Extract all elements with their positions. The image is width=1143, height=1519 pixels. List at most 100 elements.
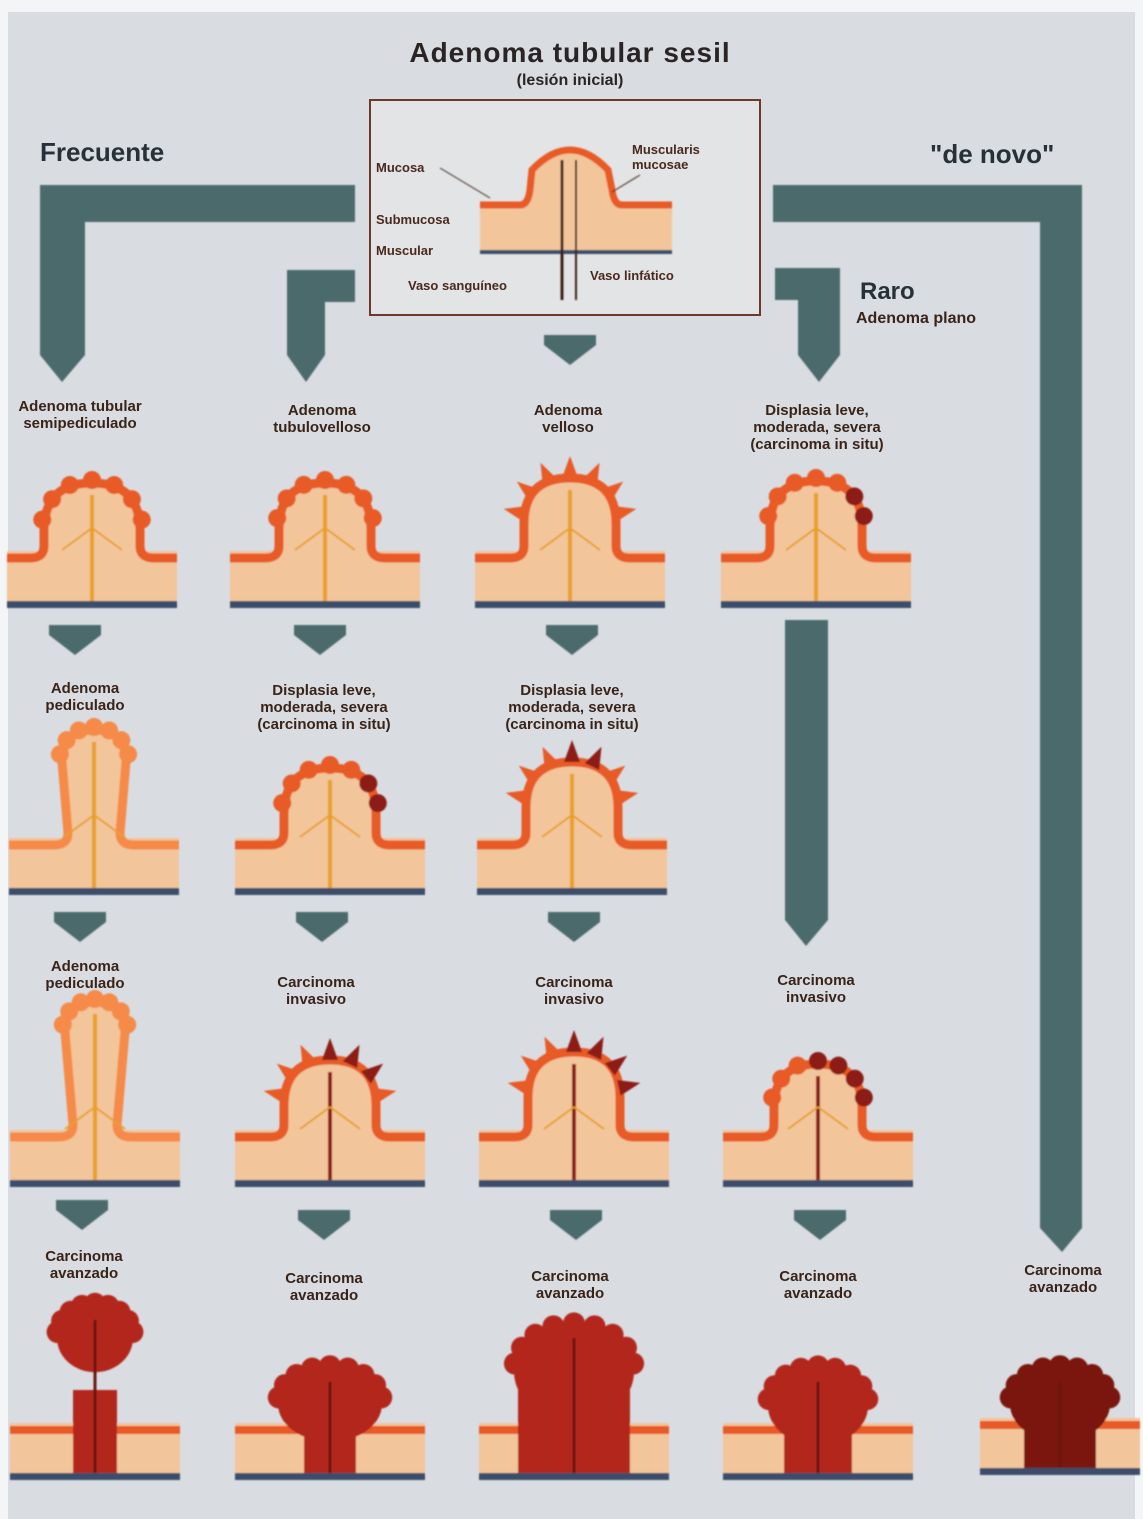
polyp-r1-c1-gland-4 [105, 476, 124, 495]
polyp-r3-c1-gland-3 [86, 990, 104, 1008]
polyp-r2-c1-gland-3 [85, 718, 103, 736]
branch-frequent-label: Frecuente [40, 137, 165, 167]
polyp-r3-c4-muscular [723, 1180, 913, 1187]
branch-de-novo-label: "de novo" [930, 139, 1055, 169]
polyp-r1-c2-gland-6 [363, 509, 382, 528]
stage-label-r1-c1: Adenoma tubular semipediculado [18, 398, 142, 432]
polyp-r2-c2-gland-4 [342, 760, 361, 779]
polyp-r2-c1-gland-5 [112, 731, 131, 750]
polyp-r1-c4 [721, 469, 911, 608]
stage-label-r2-c1: Adenoma pediculado [45, 680, 125, 714]
polyp-r1-c1 [7, 471, 177, 608]
arrow-row3-col2 [298, 1210, 350, 1240]
polyp-r1-c2-branches [294, 527, 356, 551]
inset-label-submucosa: Submucosa [376, 212, 450, 227]
polyp-r3-c4-gland-1 [772, 1069, 791, 1088]
polyp-r1-c1-gland-3 [83, 471, 101, 489]
polyp-r3-c2-villus-6 [373, 1087, 397, 1104]
polyp-r2-c3-villus-3 [564, 740, 580, 762]
polyp-r4-c4-muscular [723, 1473, 913, 1480]
polyp-r4-c3-muscular [479, 1473, 669, 1480]
flow-arrows [40, 185, 1082, 1252]
inset-label-mucosa: Mucosa [376, 160, 425, 175]
polyp-r3-c3-villus-2 [544, 1036, 562, 1061]
polyp-r3-c2 [235, 1038, 425, 1187]
polyp-r1-c2-gland-0 [268, 509, 287, 528]
polyp-r2-c3-villus-6 [615, 789, 639, 806]
inset-label-vaso-linfatico: Vaso linfático [590, 268, 674, 283]
polyp-r3-c2-villus-0 [263, 1087, 287, 1104]
polyp-r1-c4-muscular [721, 601, 911, 608]
polyp-r4-c5-lobe-3 [1031, 1357, 1054, 1380]
branch-rare-sublabel: Adenoma plano [856, 310, 977, 327]
polyp-r1-c1-branches [61, 527, 123, 551]
polyp-r4-c3-lobe-4 [563, 1312, 585, 1335]
polyp-r3-c2-villus-3 [322, 1038, 338, 1060]
polyp-r2-c3 [477, 740, 667, 895]
polyp-r1-c2-gland-4 [337, 475, 356, 494]
polyp-r3-c3-branches [543, 1106, 605, 1130]
polyp-r2-c1-gland-0 [50, 745, 69, 764]
polyp-r2-c1 [9, 718, 179, 895]
polyp-r4-c4 [723, 1355, 913, 1480]
polyp-r1-c4-gland-3 [807, 469, 825, 487]
polyp-r4-c5-muscular [980, 1468, 1140, 1475]
polyp-r4-c2-lobe-3 [301, 1357, 324, 1380]
polyp-r2-c3-villus-5 [602, 765, 626, 786]
stage-label-r3-c1: Adenoma pediculado [45, 958, 125, 992]
polyp-r3-c4-gland-4 [829, 1056, 848, 1075]
polyp-r3-c1-branches [64, 1106, 126, 1130]
arrow-row2-col3 [548, 912, 600, 942]
polyp-r4-c4-lobe-3 [789, 1357, 812, 1380]
polyp-r4-c4-lobe-4 [807, 1355, 829, 1378]
inset-leader-muscularis [611, 174, 641, 193]
polyp-r4-c3-lobe-2 [524, 1323, 547, 1346]
polyp-r3-c3-villus-4 [586, 1036, 604, 1061]
polyp-r3-c2-villus-4 [342, 1044, 360, 1069]
polyp-r4-c1-lobe-8 [121, 1321, 144, 1344]
polyp-r1-c4-gland-6 [854, 507, 873, 526]
stage-label-r4-c3: Carcinoma avanzado [531, 1268, 609, 1302]
stage-label-r4-c1: Carcinoma avanzado [45, 1248, 123, 1282]
polyp-r3-c4-gland-6 [854, 1088, 873, 1107]
polyp-r1-c2-muscular [230, 601, 420, 608]
polyp-r4-c5 [980, 1355, 1140, 1475]
polyp-r1-c1-gland-5 [122, 490, 141, 509]
stage-label-r4-c4: Carcinoma avanzado [779, 1268, 857, 1302]
stage-label-r2-c2: Displasia leve, moderada, severa (carcin… [257, 682, 391, 733]
polyp-r1-c3 [475, 456, 665, 608]
arrow-row2-col1 [54, 912, 106, 942]
stage-label-r4-c2: Carcinoma avanzado [285, 1270, 363, 1304]
polyp-r4-c2-muscular [235, 1473, 425, 1480]
polyp-r2-c2-gland-6 [368, 794, 387, 813]
polyp-r3-c1 [10, 990, 180, 1187]
polyp-r4-c1 [10, 1292, 180, 1480]
polyp-r1-c1-gland-0 [33, 510, 52, 529]
polyp-r4-c2 [235, 1355, 425, 1480]
polyp-r1-c3-villus-1 [516, 481, 540, 502]
polyp-r4-c3 [479, 1312, 669, 1480]
polyp-r2-c1-gland-2 [69, 721, 88, 740]
arrow-row2-col2 [296, 912, 348, 942]
polyp-r4-c2-lobe-4 [319, 1355, 341, 1378]
polyp-r1-c3-branches [539, 527, 601, 551]
polyp-r2-c1-branches [63, 814, 125, 838]
arrow-de-novo-branch [773, 185, 1082, 1252]
polyp-r1-c4-gland-5 [845, 487, 864, 506]
polyp-r3-c4-gland-2 [788, 1056, 807, 1075]
arrow-row3-col4 [794, 1210, 846, 1240]
polyp-r2-c3-villus-0 [505, 789, 529, 806]
arrow-row3-col1 [56, 1200, 108, 1230]
arrow-branch-rare [775, 268, 840, 382]
polyp-r1-c2-gland-3 [316, 471, 334, 489]
polyp-r2-c3-muscular [477, 888, 667, 895]
polyp-r1-c3-villus-6 [613, 505, 637, 522]
polyp-r2-c2-gland-3 [321, 756, 339, 774]
polyp-r3-c3 [479, 1030, 669, 1187]
polyp-r1-c1-gland-2 [60, 476, 79, 495]
arrow-row1-col3 [546, 625, 598, 655]
polyp-r1-c3-villus-2 [540, 462, 558, 487]
polyp-r2-c2-gland-1 [282, 774, 301, 793]
stage-label-r1-c2: Adenoma tubulovelloso [273, 402, 371, 436]
